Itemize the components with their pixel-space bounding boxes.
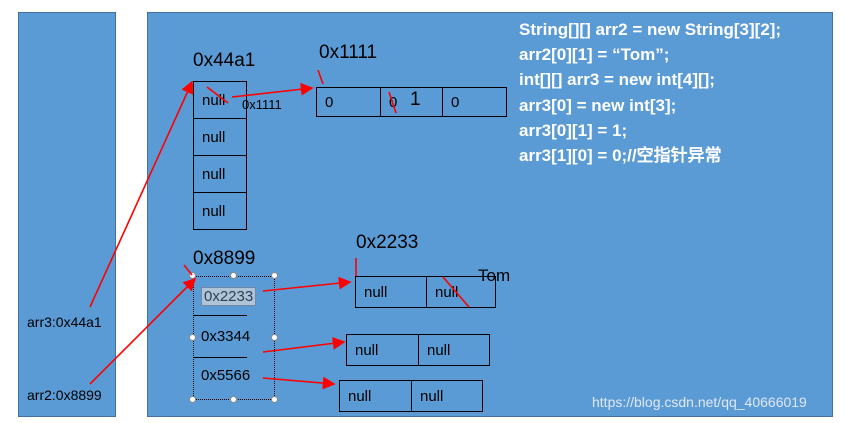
arr2-row1-cell-1: null: [418, 334, 490, 366]
code-line: String[][] arr2 = new String[3][2];: [519, 20, 782, 39]
arr2-row0-new-value: Tom: [478, 266, 511, 285]
arr3-outer-cell-3: null: [193, 192, 247, 230]
strike-null-arr2-row0: [442, 276, 470, 308]
resize-handle: [271, 334, 278, 341]
arr2-outer-address: 0x8899: [193, 248, 256, 269]
mark-0x1111: [317, 69, 324, 85]
strike-zero-arr3-inner: [388, 91, 397, 114]
heap-panel: [147, 12, 833, 417]
mark-0x8899: [183, 264, 193, 276]
resize-handle: [189, 334, 196, 341]
arrow-arr3-to-outer: [89, 80, 194, 308]
stack-var-arr2: arr2:0x8899: [27, 387, 102, 403]
arrow-arr2-1-to-row1: [262, 337, 346, 353]
stack-var-arr3: arr3:0x44a1: [27, 314, 102, 330]
code-line: arr2[0][1] = “Tom”;: [519, 45, 670, 65]
watermark: https://blog.csdn.net/qq_40666019: [592, 394, 807, 410]
resize-handle: [271, 396, 278, 403]
code-line: arr3[0] = new int[3];: [519, 95, 677, 115]
code-line: arr3[0][1] = 1;: [519, 120, 628, 140]
arr2-row0-address: 0x2233: [356, 232, 419, 253]
arr3-inner-new-value: 1: [410, 89, 421, 110]
arr3-pointer-note: 0x1111: [242, 97, 282, 112]
arrow-arr2-to-outer: [89, 277, 197, 385]
resize-handle: [189, 396, 196, 403]
resize-handle: [271, 272, 278, 279]
code-line: arr3[1][0] = 0;//空指针异常: [519, 145, 722, 165]
arr3-inner-cell-2: 0: [442, 87, 507, 117]
resize-handle: [230, 272, 237, 279]
code-block: String[][] arr2 = new String[3][2]; arr2…: [519, 17, 781, 168]
code-line: int[][] arr3 = new int[4][];: [519, 70, 715, 90]
resize-handle: [230, 396, 237, 403]
arr2-outer-cell-2: 0x5566: [201, 366, 251, 384]
arr3-inner-address: 0x1111: [319, 42, 378, 63]
arr2-outer-cell-1: 0x3344: [193, 315, 250, 358]
arr2-row2-cell-1: null: [411, 380, 483, 412]
arr3-outer-address: 0x44a1: [193, 50, 256, 71]
strike-null-arr3-0: [206, 86, 229, 104]
arr2-outer-cell-0: 0x2233: [193, 278, 257, 316]
arrow-arr3-0-to-inner: [231, 82, 314, 98]
arrow-arr2-2-to-row2: [262, 376, 336, 390]
arrow-arr2-0-to-row0: [262, 276, 352, 292]
stack-panel: [18, 12, 116, 417]
